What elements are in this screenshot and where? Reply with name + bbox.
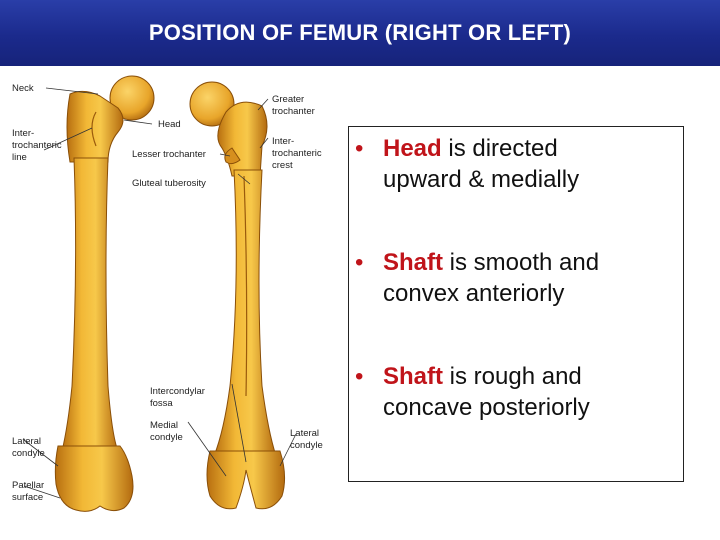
bullet-item-shaft-posterior: • Shaft is rough and concave posteriorly [355,361,673,423]
label-intertrochanteric-line-3: line [12,152,27,163]
bullet-line-2: convex anteriorly [383,280,565,307]
bullet-text: is smooth and [443,249,600,276]
label-medial-condyle-1: Medial [150,420,178,431]
bullet-marker: • [355,363,364,390]
label-lesser-trochanter: Lesser trochanter [132,149,206,160]
anterior-femur [54,75,155,512]
bullet-line-2: concave posteriorly [383,394,590,421]
distal-posterior [206,450,286,510]
label-intercondylar-fossa-1: Intercondylar [150,386,205,397]
lesser-trochanter-posterior [224,147,241,165]
bullet-keyword: Shaft [383,363,443,390]
bullet-text: is rough and [443,363,582,390]
slide-title: POSITION OF FEMUR (RIGHT OR LEFT) [148,20,572,45]
femur-illustration: Neck Inter- trochanteric line Head Lesse… [0,66,340,540]
femoral-head-posterior [189,81,235,127]
bullet-line-1: Shaft is smooth and [383,247,673,278]
linea-aspera [243,175,248,397]
label-greater-trochanter-2: trochanter [272,106,315,117]
femoral-head-anterior [109,75,155,121]
bullet-keyword: Shaft [383,249,443,276]
label-lateral-condyle-right-2: condyle [290,440,323,451]
label-intertrochanteric-crest-1: Inter- [272,136,294,147]
bullet-keyword: Head [383,135,442,162]
label-greater-trochanter-1: Greater [272,94,304,105]
bullet-textbox: • Head is directed upward & medially • S… [348,126,684,482]
label-medial-condyle-2: condyle [150,432,183,443]
label-intertrochanteric-line-2: trochanteric [12,140,62,151]
bullet-text: is directed [441,135,558,162]
distal-anterior [54,445,134,512]
intertrochanteric-line-mark [91,111,97,147]
label-lateral-condyle-right-1: Lateral [290,428,319,439]
label-gluteal-tuberosity: Gluteal tuberosity [132,178,206,189]
posterior-femur [189,81,286,510]
bullet-marker: • [355,249,364,276]
proximal-posterior [217,101,268,177]
title-bar: POSITION OF FEMUR (RIGHT OR LEFT) [0,0,720,66]
label-lateral-condyle-left-2: condyle [12,448,45,459]
bullet-line-1: Shaft is rough and [383,361,673,392]
label-patellar-surface-2: surface [12,492,43,503]
leader-lines [23,87,297,499]
label-intercondylar-fossa-2: fossa [150,398,173,409]
bullet-line-1: Head is directed [383,133,673,164]
bullet-line-2: upward & medially [383,166,580,193]
label-neck: Neck [12,83,34,94]
label-intertrochanteric-crest-3: crest [272,160,293,171]
bullet-item-shaft-anterior: • Shaft is smooth and convex anteriorly [355,247,673,309]
label-patellar-surface-1: Patellar [12,480,44,491]
label-intertrochanteric-line-1: Inter- [12,128,34,139]
label-lateral-condyle-left-1: Lateral [12,436,41,447]
label-intertrochanteric-crest-2: trochanteric [272,148,322,159]
bullet-marker: • [355,135,364,162]
shaft-anterior [61,157,119,452]
label-head: Head [158,119,181,130]
bullet-item-head: • Head is directed upward & medially [355,133,673,195]
